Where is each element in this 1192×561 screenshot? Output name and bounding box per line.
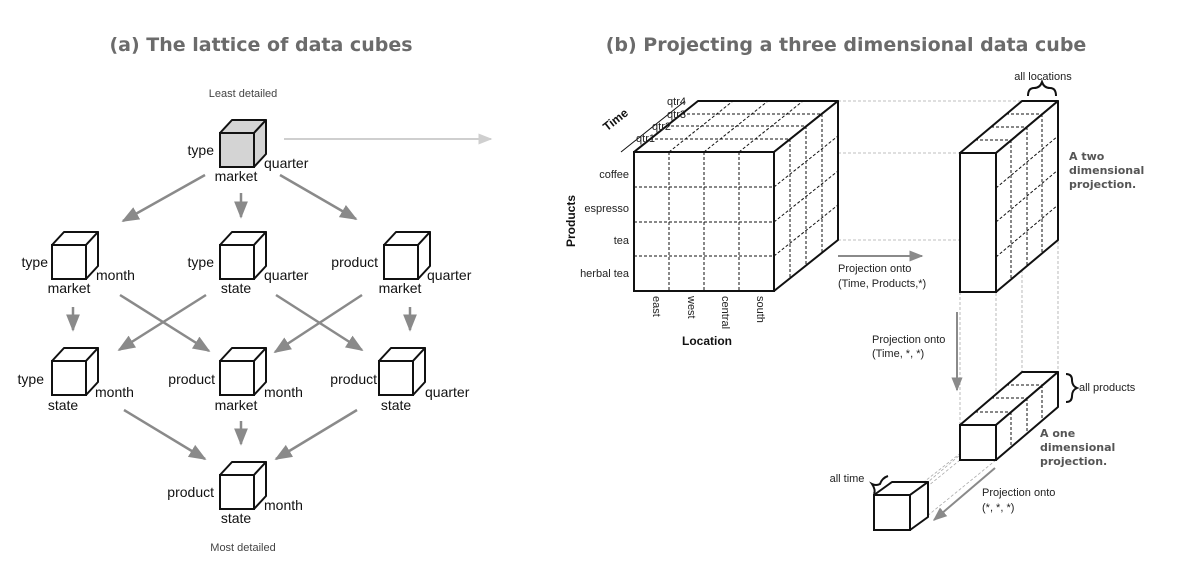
location-axis-label: Location — [682, 334, 732, 348]
base-right-label: month — [264, 497, 303, 513]
one-dim-line3: projection. — [1040, 455, 1107, 468]
proj1-line1: Projection onto — [838, 263, 911, 275]
data-cube-3d — [620, 100, 839, 292]
arrow-apex-to-l1c — [279, 173, 358, 221]
time-axis-line — [620, 100, 686, 153]
product-herbal-tea-label: herbal tea — [580, 268, 630, 280]
cube-apex — [219, 119, 267, 168]
projection-panel: (b) Projecting a three dimensional data … — [564, 34, 1144, 531]
location-west-label: west — [685, 295, 697, 319]
arrow-l1c-to-l2b — [273, 293, 363, 354]
cube-l1-c — [383, 231, 431, 280]
one-dim-line2: dimensional — [1040, 441, 1115, 454]
l2a-left-label: type — [18, 371, 45, 387]
two-dim-slab — [959, 100, 1059, 293]
one-dim-bar — [959, 371, 1059, 461]
l1b-left-label: type — [188, 254, 215, 270]
cube-base — [219, 461, 267, 510]
all-time-label: all time — [830, 473, 865, 485]
l2b-bottom-label: market — [215, 397, 258, 413]
product-coffee-label: coffee — [599, 169, 629, 181]
all-products-label: all products — [1079, 382, 1136, 394]
l2a-right-label: month — [95, 384, 134, 400]
l1a-bottom-label: market — [48, 280, 91, 296]
l1c-bottom-label: market — [379, 280, 422, 296]
qtr3-label: qtr3 — [667, 109, 686, 121]
arrow-l2c-to-base — [274, 408, 358, 461]
proj2-line2: (Time, *, *) — [872, 348, 924, 360]
proj3-line1: Projection onto — [982, 487, 1055, 499]
l2a-bottom-label: state — [48, 397, 79, 413]
cube-l1-b — [219, 231, 267, 280]
time-axis-label: Time — [600, 106, 631, 134]
two-dim-line1: A two — [1069, 150, 1105, 163]
all-locations-label: all locations — [1014, 71, 1072, 83]
product-tea-label: tea — [614, 235, 630, 247]
qtr2-label: qtr2 — [652, 121, 671, 133]
base-bottom-label: state — [221, 510, 252, 526]
products-axis-label: Products — [564, 195, 578, 247]
arrow-apex-to-l1a — [121, 173, 206, 223]
qtr4-label: qtr4 — [667, 96, 686, 108]
l1a-right-label: month — [96, 267, 135, 283]
cube-l2-b — [219, 347, 267, 396]
one-dim-line1: A one — [1040, 427, 1075, 440]
apex-left-label: type — [188, 142, 215, 158]
zero-dim-cell — [873, 481, 929, 531]
l1b-right-label: quarter — [264, 267, 309, 283]
all-locations-brace — [1027, 78, 1057, 97]
apex-right-label: quarter — [264, 155, 309, 171]
most-detailed-label: Most detailed — [210, 542, 275, 554]
cube-l2-c — [378, 347, 426, 396]
cube-l1-a — [51, 231, 99, 280]
l1c-left-label: product — [331, 254, 378, 270]
cube-grid — [634, 100, 839, 291]
l2c-right-label: quarter — [425, 384, 470, 400]
l1a-left-label: type — [22, 254, 49, 270]
arrow-l1a-to-l2b — [119, 293, 211, 353]
location-east-label: east — [650, 296, 662, 317]
apex-bottom-label: market — [215, 168, 258, 184]
l2c-left-label: product — [330, 371, 377, 387]
arrow-l1b-to-l2a — [117, 293, 207, 352]
two-dim-line3: projection. — [1069, 178, 1136, 191]
arrow-l2a-to-base — [123, 408, 207, 461]
proj2-line1: Projection onto — [872, 334, 945, 346]
qtr1-label: qtr1 — [636, 133, 655, 145]
two-dim-line2: dimensional — [1069, 164, 1144, 177]
location-south-label: south — [754, 296, 766, 323]
proj3-line2: (*, *, *) — [982, 502, 1014, 514]
l2c-bottom-label: state — [381, 397, 412, 413]
projection-title: (b) Projecting a three dimensional data … — [606, 34, 1087, 56]
lattice-arrows — [66, 173, 417, 461]
lattice-panel: (a) The lattice of data cubes Least deta… — [18, 34, 493, 554]
all-time-brace — [869, 475, 889, 495]
least-detailed-label: Least detailed — [209, 88, 278, 100]
l1c-right-label: quarter — [427, 267, 472, 283]
l1b-bottom-label: state — [221, 280, 252, 296]
all-products-brace — [1065, 373, 1080, 403]
location-central-label: central — [719, 296, 731, 329]
product-espresso-label: espresso — [584, 203, 629, 215]
proj1-line2: (Time, Products,*) — [838, 278, 926, 290]
lattice-title: (a) The lattice of data cubes — [109, 34, 412, 56]
cube-l2-a — [51, 347, 99, 396]
l2b-left-label: product — [168, 371, 215, 387]
l2b-right-label: month — [264, 384, 303, 400]
projection-arrow-3 — [932, 467, 996, 521]
base-left-label: product — [167, 484, 214, 500]
